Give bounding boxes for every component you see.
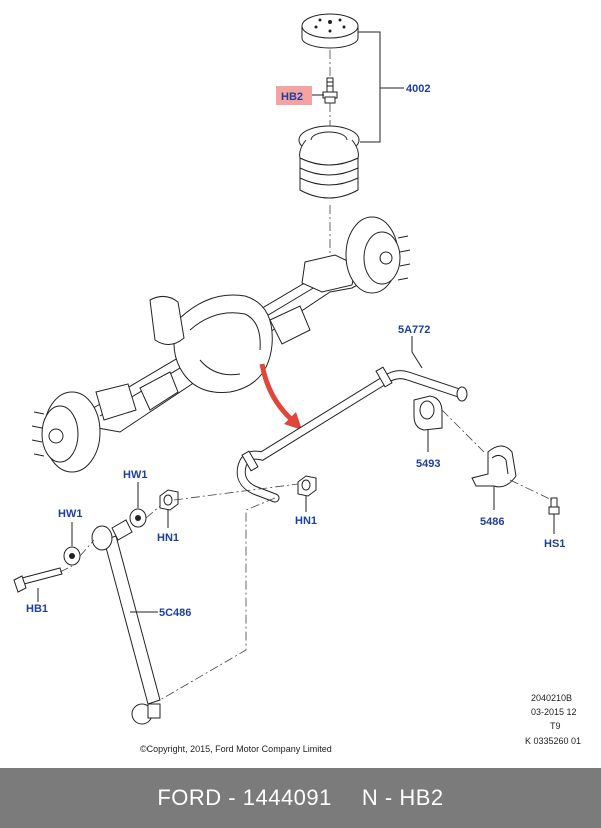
callout-hn1-upper: HN1 [157,532,179,544]
stabilizer-link [91,519,161,725]
hn1-nut-right [297,475,317,497]
callout-hn1-lower: HN1 [295,515,317,527]
drawing-date: 03-2015 12 [531,707,577,717]
bushing-5493 [413,395,443,431]
callout-hw1-upper: HW1 [123,469,147,481]
drawing-tier: T9 [550,721,561,731]
callout-5a772: 5A772 [398,324,430,336]
bracket-5486 [471,445,517,488]
callout-hb2: HB2 [281,91,303,103]
callout-hb1: HB1 [26,603,48,615]
footer-part-number: 1444091 [242,785,332,810]
hw1-washer-lower [63,546,81,566]
air-spring-top-plate [301,13,359,49]
stabilizer-bar [236,366,468,503]
callout-5493: 5493 [416,458,440,470]
direction-arrow [259,363,302,430]
air-spring-bellow [298,125,360,199]
hb2-bolt [322,77,338,104]
parts-diagram: HB2 4002 [13,13,581,754]
footer-brand: FORD [157,785,222,810]
hs1-screw [548,497,560,515]
hb1-bolt [13,567,63,593]
callout-4002: 4002 [406,83,430,95]
callout-hs1: HS1 [544,538,565,550]
rear-axle [31,216,411,473]
footer-ref-separator: - [384,785,393,810]
drawing-id: 2040210B [531,693,572,703]
callout-bracket-4002 [358,31,404,143]
part-footer-bar: FORD - 1444091 N - HB2 [0,768,601,828]
hw1-washer-upper [129,508,147,528]
copyright-text: ©Copyright, 2015, Ford Motor Company Lim… [140,744,332,754]
callout-5486: 5486 [480,516,504,528]
hb2-callout: HB2 [276,86,324,105]
hn1-nut-upper [159,489,179,511]
drawing-code: K 0335260 01 [525,736,581,746]
callout-hw1-lower: HW1 [58,508,82,520]
callout-5c486: 5C486 [159,607,191,619]
footer-separator: - [228,785,237,810]
footer-ref-prefix: N [361,785,379,810]
footer-ref: HB2 [399,785,444,810]
